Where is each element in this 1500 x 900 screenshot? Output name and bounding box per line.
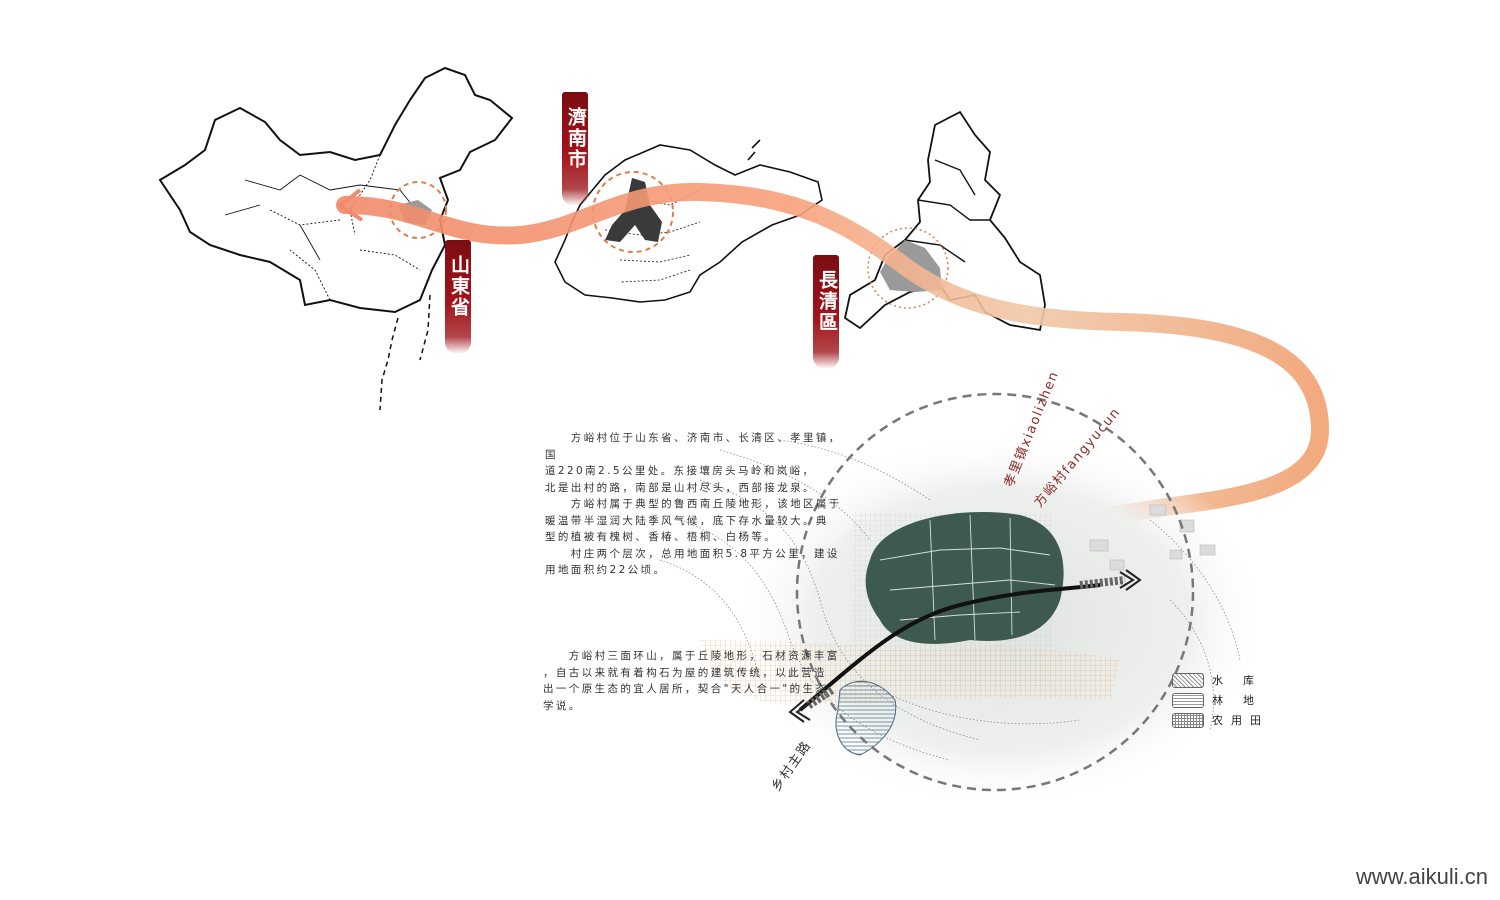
intro-paragraph: 方峪村位于山东省、济南市、长清区、孝里镇，国 道220南2.5公里处。东接壤房头… bbox=[545, 432, 842, 576]
farmland-swatch-icon bbox=[1172, 712, 1204, 728]
terrain-paragraph: 方峪村三面环山，属于丘陵地形，石材资源丰富 ，自古以来就有着构石为屋的建筑传统，… bbox=[543, 650, 840, 712]
label-main-road: 乡村主路 bbox=[768, 738, 814, 795]
route-arrow bbox=[336, 182, 1330, 529]
legend-item-forest: 林地 bbox=[1172, 690, 1282, 710]
banner-shandong: 山東省 bbox=[445, 240, 471, 354]
village-dashed-circle bbox=[795, 392, 1195, 792]
china-map bbox=[158, 66, 514, 411]
legend: 水库 林地 农用田 bbox=[1172, 670, 1282, 730]
legend-item-farmland: 农用田 bbox=[1172, 710, 1282, 730]
banner-jinan: 濟南市 bbox=[562, 92, 588, 206]
forest-swatch-icon bbox=[1172, 692, 1204, 708]
shandong-map bbox=[554, 139, 823, 303]
route-arrowhead-west bbox=[336, 188, 364, 222]
legend-item-water: 水库 bbox=[1172, 670, 1282, 690]
shandong-focus-circle bbox=[592, 171, 674, 253]
legend-label-forest: 林地 bbox=[1212, 694, 1274, 707]
jinan-highlight bbox=[605, 178, 662, 242]
water-swatch-icon bbox=[1172, 672, 1204, 688]
village-map bbox=[659, 430, 1270, 810]
legend-label-farmland: 农用田 bbox=[1212, 714, 1269, 727]
china-focus-circle bbox=[389, 181, 447, 239]
legend-label-water: 水库 bbox=[1212, 674, 1274, 687]
watermark: www.aikuli.cn bbox=[1355, 864, 1488, 889]
jinan-focus-circle bbox=[867, 227, 949, 309]
reservoir bbox=[835, 680, 897, 756]
banner-changqing: 長清區 bbox=[813, 255, 839, 369]
